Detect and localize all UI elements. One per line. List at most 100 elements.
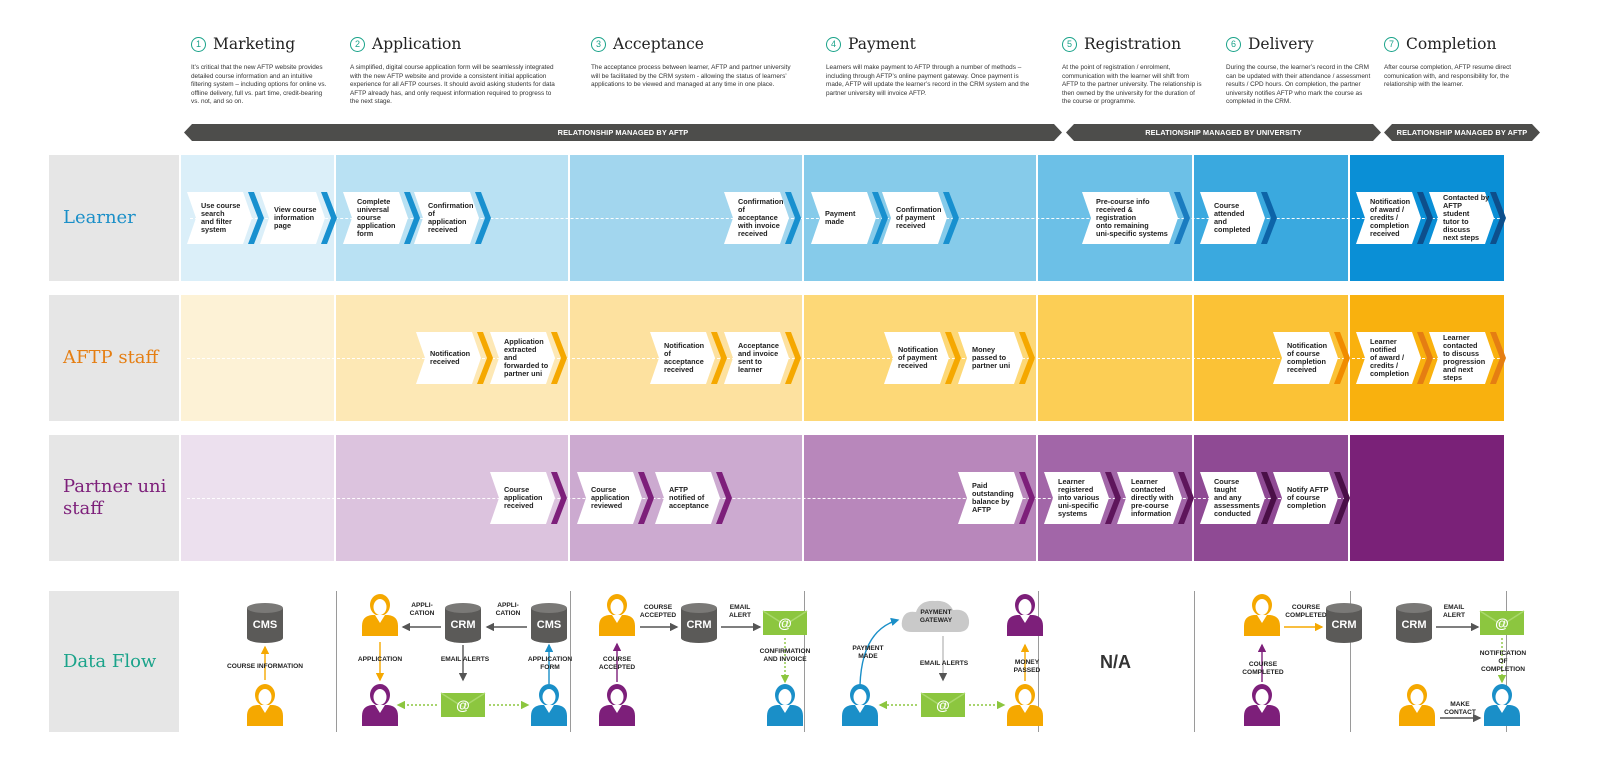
step-arrow-body [490, 332, 555, 384]
step-arrow-body [811, 192, 876, 244]
uni-journey-step: Paid outstanding balance by AFTP [958, 472, 1035, 524]
email-icon: @ [1479, 610, 1525, 635]
flow-label: PAYMENT MADE [852, 645, 884, 660]
stage-header: 4 Payment [826, 34, 916, 54]
stage-number: 7 [1384, 36, 1399, 52]
learner-journey-step: Complete universal course application fo… [343, 192, 420, 244]
lane-title: Partner uni staff [63, 476, 167, 519]
learner-journey-step: Confirmation of acceptance with invoice … [724, 192, 801, 244]
learner-icon [767, 684, 803, 726]
step-label: Learner notified of award / credits / co… [1370, 337, 1409, 378]
flow-label: EMAIL ALERTS [919, 660, 969, 667]
step-label: Notify AFTP of course completion [1287, 485, 1329, 510]
step-label: Confirmation of payment received [896, 205, 942, 230]
dataflow-divider [570, 591, 571, 732]
partner-uni-staff-icon [599, 684, 635, 726]
step-arrow-body [1200, 472, 1265, 524]
step-label: Course taught and any assessments conduc… [1214, 477, 1260, 518]
flow-label: COURSE COMPLETED [1285, 604, 1327, 619]
flow-label: EMAIL ALERT [729, 604, 751, 619]
aftp-staff-icon [599, 594, 635, 636]
step-label: Notification of award / credits / comple… [1370, 197, 1411, 238]
step-arrow-body [882, 192, 947, 244]
flow-label: MAKE CONTACT [1444, 701, 1476, 716]
step-arrow-body [1273, 332, 1338, 384]
flow-label: COURSE ACCEPTED [598, 656, 636, 671]
step-label: Application extracted and forwarded to p… [504, 337, 549, 378]
stage-title: Payment [848, 35, 916, 53]
aftp-journey-step: Notification of course completion receiv… [1273, 332, 1350, 384]
stage-title: Acceptance [613, 35, 704, 53]
learner-journey-step: Confirmation of application received [414, 192, 491, 244]
stage-number: 1 [191, 36, 206, 52]
email-icon: @ [920, 692, 966, 717]
step-label: Notification of acceptance received [664, 341, 705, 374]
step-label: Confirmation of application received [428, 201, 474, 234]
dataflow-divider [804, 591, 805, 732]
partner-uni-staff-icon [1244, 684, 1280, 726]
flow-label: COURSE INFORMATION [226, 663, 304, 670]
step-label: View course information page [274, 205, 317, 230]
step-arrow-body [1356, 192, 1421, 244]
stage-number: 6 [1226, 36, 1241, 52]
database-label: CRM [686, 619, 712, 631]
learner-icon [531, 684, 567, 726]
payment-made-arrow [859, 617, 900, 686]
database-label: CMS [252, 619, 278, 631]
flow-label: APPLI- CATION [495, 602, 521, 617]
svg-text:@: @ [778, 615, 792, 631]
step-arrow-body [655, 472, 720, 524]
email-icon: @ [762, 610, 808, 635]
step-arrow-body [416, 332, 481, 384]
step-arrow-body [577, 472, 642, 524]
step-arrow-body [958, 472, 1023, 524]
lane-label-aftp: AFTP staff [49, 295, 179, 421]
step-arrow-body [1356, 332, 1421, 384]
lane-label-uni: Partner uni staff [49, 435, 179, 561]
learner-journey-step: Payment made [811, 192, 888, 244]
step-arrow-body [1200, 192, 1265, 244]
payment-gateway-cloud-icon [901, 600, 970, 632]
step-arrow-body [724, 192, 789, 244]
step-label: Course attended and completed [1214, 201, 1251, 234]
payment-gateway-label: PAYMENT GATEWAY [919, 609, 953, 624]
aftp-staff-icon [362, 594, 398, 636]
stage-description: At the point of registration / enrolment… [1062, 64, 1202, 106]
stage-title: Application [372, 35, 462, 53]
stage-description: It’s critical that the new AFTP website … [191, 64, 327, 106]
lane-label-dataflow: Data Flow [49, 591, 179, 732]
step-arrow-body [958, 332, 1023, 384]
stage-title: Marketing [213, 35, 296, 53]
step-label: Contacted by AFTP student tutor to discu… [1443, 193, 1490, 242]
stage-title: Delivery [1248, 35, 1314, 53]
step-label: Pre-course info received & registration … [1096, 197, 1168, 238]
step-label: Learner registered into various uni-spec… [1058, 477, 1100, 518]
flow-label: COURSE COMPLETED [1242, 661, 1284, 676]
step-arrow-body [1117, 472, 1182, 524]
stage-number: 4 [826, 36, 841, 52]
flow-label: APPLICATION [357, 656, 403, 663]
step-label: Notification received [430, 349, 471, 366]
database-label: CRM [1401, 619, 1427, 631]
database-label: CRM [1331, 619, 1357, 631]
step-arrow-body [343, 192, 408, 244]
flow-label: CONFIRMATION AND INVOICE [759, 648, 811, 663]
stage-description: During the course, the learner’s record … [1226, 64, 1371, 106]
learner-icon [1484, 684, 1520, 726]
step-label: Payment made [825, 209, 856, 226]
step-arrow-body [490, 472, 555, 524]
learner-journey-step: Notification of award / credits / comple… [1356, 192, 1433, 244]
crm-database-icon [445, 603, 481, 643]
crm-database-icon [681, 603, 717, 643]
step-label: Notification of payment received [898, 345, 939, 370]
step-arrow-body [884, 332, 949, 384]
step-arrow-body [650, 332, 715, 384]
stage-header: 3 Acceptance [591, 34, 704, 54]
stage-description: The acceptance process between learner, … [591, 64, 791, 89]
flow-label: APPLI- CATION [409, 602, 435, 617]
aftp-journey-step: Learner notified of award / credits / co… [1356, 332, 1433, 384]
stage-number: 3 [591, 36, 606, 52]
